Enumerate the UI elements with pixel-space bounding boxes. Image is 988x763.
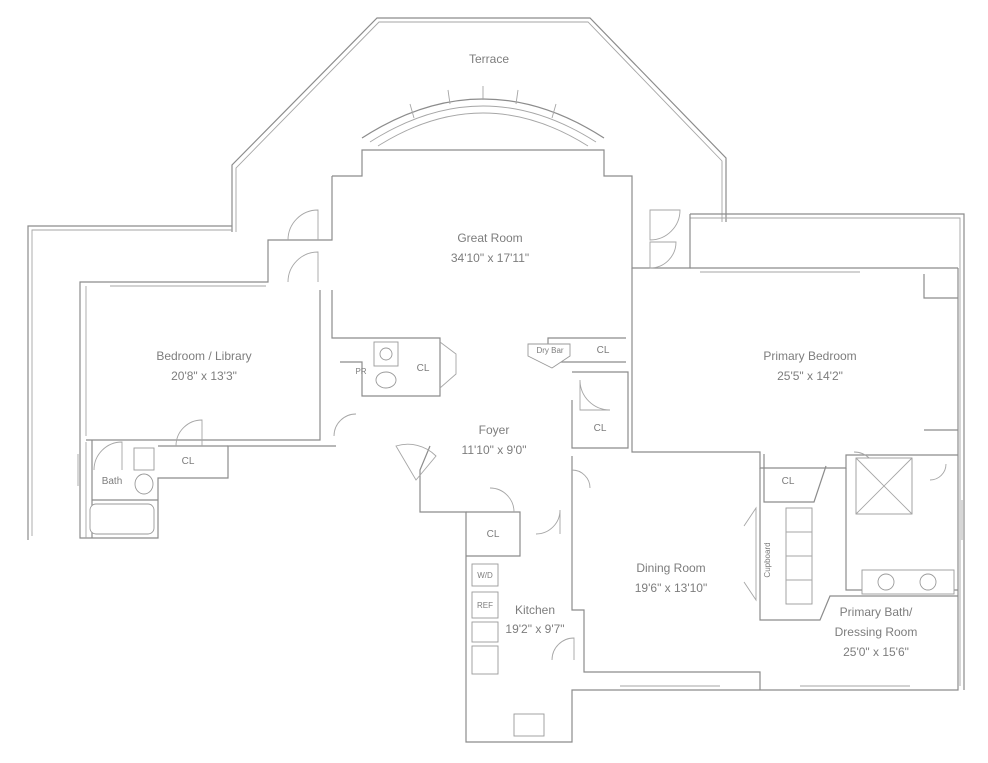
closet-label-bath: CL [782,476,795,487]
arched-window [361,86,605,147]
windows [77,271,963,687]
bath-sink [133,447,155,471]
door-swings [93,209,947,661]
washer-dryer-label: W/D [477,571,493,580]
closet-label-library: CL [182,456,195,467]
powder-room-label: PR [355,367,366,376]
bedroom-library-dims: 20'8" x 13'3" [171,369,237,383]
terrace-outline [27,17,965,690]
dining-room-dims: 19'6" x 13'10" [635,581,708,595]
terrace-label: Terrace [469,52,509,66]
great-room-dims: 34'10" x 17'11" [451,251,529,265]
great-room-label: Great Room [457,231,522,245]
cupboard-label: Cupboard [763,542,772,577]
primary-bedroom-dims: 25'5" x 14'2" [777,369,843,383]
bathtub [89,503,155,535]
kitchen-dims: 19'2" x 9'7" [505,622,564,636]
foyer-dims: 11'10" x 9'0" [462,443,527,457]
primary-bath-label-1: Primary Bath/ [840,605,913,619]
primary-bedroom-label: Primary Bedroom [763,349,856,363]
bath-toilet [134,473,154,495]
bath-label: Bath [102,476,123,487]
kitchen-sink [471,621,499,643]
fixtures [89,341,955,737]
bedroom-library-label: Bedroom / Library [156,349,251,363]
closet-label-foyer: CL [417,363,430,374]
dry-bar-label: Dry Bar [536,346,563,355]
vanity [861,569,955,595]
washer-dryer [471,563,499,587]
dining-room-label: Dining Room [636,561,705,575]
refrigerator [471,591,499,619]
primary-bath-dims: 25'0" x 15'6" [843,645,909,659]
dry-bar [527,343,571,369]
kitchen-range [471,645,499,675]
dishwasher [513,713,545,737]
kitchen-label: Kitchen [515,603,555,617]
foyer-label: Foyer [479,423,510,437]
closet-label-primary: CL [594,423,607,434]
closet-label-kitchen: CL [487,529,500,540]
closet-label-drybar: CL [597,345,610,356]
exterior-walls [79,149,959,743]
powder-toilet [375,371,397,389]
refrigerator-label: REF [477,601,493,610]
primary-bath-label-2: Dressing Room [835,625,918,639]
